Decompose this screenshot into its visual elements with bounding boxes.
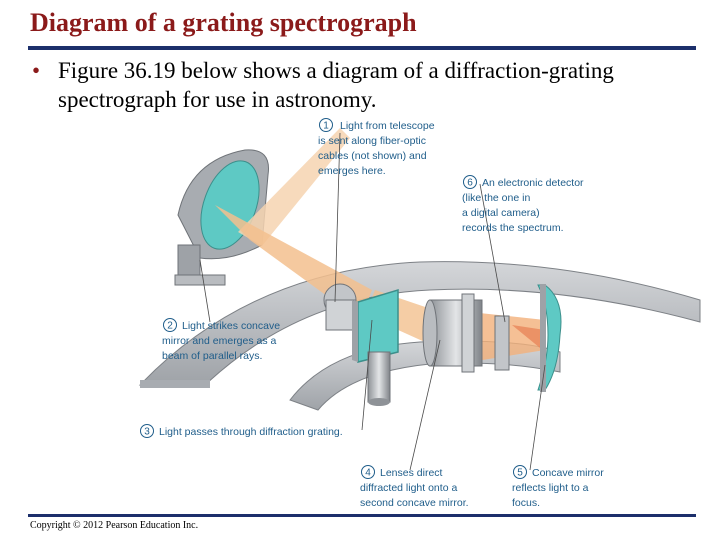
bullet-text: Figure 36.19 below shows a diagram of a … <box>58 58 614 112</box>
callout-5: 5 Concave mirror reflects light to a foc… <box>512 465 604 509</box>
svg-text:Light passes through diffracti: Light passes through diffraction grating… <box>159 426 343 438</box>
callout-4: 4 Lenses direct diffracted light onto a … <box>360 465 469 509</box>
svg-text:second concave mirror.: second concave mirror. <box>360 497 469 509</box>
svg-text:reflects light to a: reflects light to a <box>512 482 589 494</box>
diffraction-grating <box>352 288 399 406</box>
svg-text:is sent along fiber-optic: is sent along fiber-optic <box>318 135 426 147</box>
concave-mirror-2 <box>537 284 562 392</box>
svg-text:2: 2 <box>167 321 173 332</box>
svg-text:mirror and emerges as a: mirror and emerges as a <box>162 335 277 347</box>
svg-text:a digital camera): a digital camera) <box>462 207 540 219</box>
copyright-text: Copyright © 2012 Pearson Education Inc. <box>30 520 199 531</box>
svg-text:emerges here.: emerges here. <box>318 165 386 177</box>
svg-text:(like the one in: (like the one in <box>462 192 530 204</box>
title-rule <box>28 46 696 50</box>
svg-text:5: 5 <box>517 468 523 479</box>
callout-2: 2 Light strikes concave mirror and emerg… <box>162 318 280 362</box>
callout-3: 3 Light passes through diffraction grati… <box>140 424 343 438</box>
callout-6: 6 An electronic detector (like the one i… <box>462 175 584 234</box>
svg-text:diffracted light onto a: diffracted light onto a <box>360 482 457 494</box>
base-frame-left-foot <box>140 380 210 388</box>
svg-text:3: 3 <box>144 427 150 438</box>
footer-rule <box>28 514 696 517</box>
input-mount <box>323 283 357 331</box>
beam-focus-cone <box>512 325 545 352</box>
svg-text:1: 1 <box>323 121 329 132</box>
svg-text:records the spectrum.: records the spectrum. <box>462 222 564 234</box>
lens-assembly <box>422 293 510 373</box>
leader-lines <box>199 132 546 471</box>
svg-text:4: 4 <box>365 468 371 479</box>
bullet-dot: • <box>32 58 41 83</box>
svg-text:Lenses direct: Lenses direct <box>380 467 443 479</box>
svg-text:beam of parallel rays.: beam of parallel rays. <box>162 350 262 362</box>
slide-title: Diagram of a grating spectrograph <box>30 8 417 37</box>
svg-text:Light strikes concave: Light strikes concave <box>182 320 280 332</box>
svg-text:Concave mirror: Concave mirror <box>532 467 604 479</box>
svg-text:cables (not shown) and: cables (not shown) and <box>318 150 427 162</box>
callout-1: 1 Light from telescope is sent along fib… <box>318 118 435 177</box>
svg-text:An electronic detector: An electronic detector <box>482 177 584 189</box>
svg-text:6: 6 <box>467 178 473 189</box>
svg-text:focus.: focus. <box>512 497 540 509</box>
svg-text:Light from telescope: Light from telescope <box>340 120 435 132</box>
bullet-item: • Figure 36.19 below shows a diagram of … <box>32 56 692 114</box>
beam-incoming <box>238 128 350 246</box>
